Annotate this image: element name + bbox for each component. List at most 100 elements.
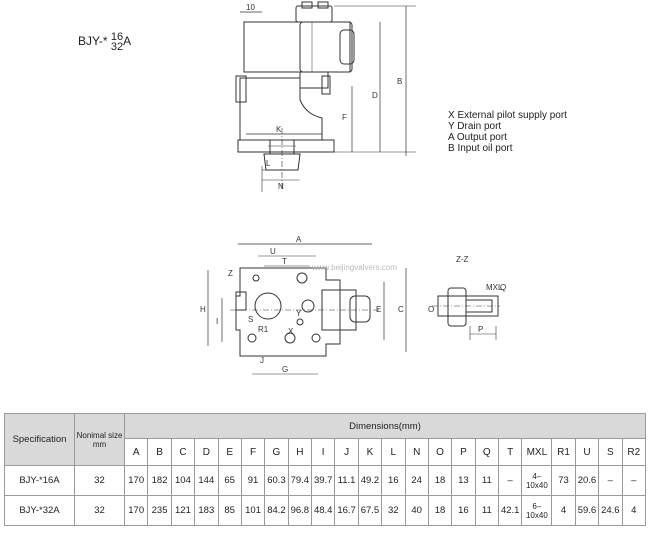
- dim-k-label: K: [276, 125, 282, 134]
- dim-g-label: G: [282, 365, 288, 374]
- column-header-row: A B C D E F G H I J K L N O P Q T MXL R1…: [5, 438, 646, 466]
- nominal-header: Nonimal size mm: [74, 413, 125, 466]
- elevation-view: 10 K L N F D B: [235, 1, 416, 192]
- col-header: A: [123, 438, 149, 466]
- dim-d-label: D: [372, 91, 378, 100]
- value-cell: 11.1: [334, 465, 359, 496]
- col-header: B: [147, 438, 172, 466]
- col-header: D: [194, 438, 219, 466]
- col-header: T: [497, 438, 523, 466]
- dim-s-label: S: [248, 315, 253, 324]
- table-row: BJY-*32A 32 170 235 121 183 85 101 84.2 …: [4, 495, 646, 526]
- model-size-stack: 16 32: [110, 31, 124, 53]
- value-cell: 121: [170, 495, 196, 526]
- value-cell: 85: [217, 495, 242, 526]
- value-cell: 16: [451, 495, 476, 526]
- dim-q-label: Q: [500, 283, 506, 292]
- value-cell: 11: [474, 465, 500, 496]
- value-cell: 91: [240, 465, 266, 496]
- value-cell: 67.5: [357, 495, 383, 526]
- value-cell: 182: [147, 465, 172, 496]
- dim-l-label: L: [266, 159, 271, 168]
- value-cell: 48.4: [310, 495, 336, 526]
- spec-header: Specification: [4, 413, 75, 466]
- value-cell: 144: [194, 465, 219, 496]
- dim-o-label: O: [428, 305, 434, 314]
- value-cell: –: [621, 465, 646, 496]
- dim-mxl-label: MXL: [486, 283, 503, 292]
- value-cell: 79.4: [287, 465, 313, 496]
- value-cell: 32: [381, 495, 406, 526]
- col-header: MXL: [521, 438, 553, 466]
- value-cell: 13: [451, 465, 476, 496]
- dim-u-label: U: [270, 247, 276, 256]
- dim-a-label: A: [296, 235, 302, 244]
- col-header: F: [240, 438, 266, 466]
- technical-drawing: 10 K L N F D B: [200, 1, 506, 375]
- dim-e-label: E: [376, 305, 381, 314]
- model-prefix: BJY-*: [78, 34, 108, 49]
- col-header: S: [598, 438, 623, 466]
- value-cell: 235: [147, 495, 172, 526]
- dim-t-label: T: [282, 257, 287, 266]
- port-legend: X External pilot supply port Y Drain por…: [448, 110, 567, 154]
- value-cell: 170: [123, 495, 149, 526]
- dim-10-label: 10: [246, 3, 255, 12]
- value-cell: 24: [404, 465, 429, 496]
- col-header: C: [170, 438, 196, 466]
- col-header: H: [287, 438, 313, 466]
- dim-j-label: J: [260, 356, 264, 365]
- value-cell: 42.1: [497, 495, 523, 526]
- watermark: www.beijingvalvers.com: [311, 263, 397, 272]
- value-cell: 4– 10x40: [521, 465, 553, 496]
- col-header: K: [357, 438, 383, 466]
- model-suffix: A: [123, 34, 132, 49]
- value-cell: 18: [427, 465, 453, 496]
- value-cell: –: [598, 465, 623, 496]
- col-header: O: [427, 438, 453, 466]
- plan-view: A U T Z S R1 X Y H I J G E: [200, 235, 407, 375]
- value-cell: 96.8: [287, 495, 313, 526]
- value-cell: 6– 10x40: [521, 495, 553, 526]
- col-header: N: [404, 438, 429, 466]
- spec-cell: BJY-*16A: [4, 465, 75, 496]
- value-cell: 101: [240, 495, 266, 526]
- col-header: I: [310, 438, 336, 466]
- port-x: X External pilot supply port: [448, 110, 567, 121]
- col-header: U: [574, 438, 600, 466]
- port-a: A Output port: [448, 132, 507, 143]
- value-cell: 11: [474, 495, 500, 526]
- value-cell: 104: [170, 465, 196, 496]
- dim-f-label: F: [342, 113, 347, 122]
- model-label: BJY-* 16 32 A: [78, 31, 132, 53]
- dim-i-label: I: [216, 317, 218, 326]
- col-header: G: [264, 438, 289, 466]
- value-cell: 4: [621, 495, 646, 526]
- value-cell: 16: [381, 465, 406, 496]
- value-cell: 49.2: [357, 465, 383, 496]
- size-cell: 32: [74, 495, 125, 526]
- value-cell: 18: [427, 495, 453, 526]
- value-cell: 24.6: [598, 495, 623, 526]
- col-header: L: [381, 438, 406, 466]
- dim-x-label: X: [288, 327, 294, 336]
- col-header: R1: [551, 438, 576, 466]
- dim-h-label: H: [200, 305, 206, 314]
- value-cell: 16.7: [334, 495, 359, 526]
- value-cell: 20.6: [574, 465, 600, 496]
- section-zz-view: Z-Z P O MXL Q: [428, 255, 506, 340]
- value-cell: 84.2: [264, 495, 289, 526]
- value-cell: 73: [551, 465, 576, 496]
- section-zz-label: Z-Z: [456, 255, 469, 264]
- dim-z-label: Z: [228, 269, 233, 278]
- col-header: P: [451, 438, 476, 466]
- value-cell: 170: [123, 465, 149, 496]
- value-cell: –: [497, 465, 523, 496]
- dim-y-label: Y: [296, 309, 302, 318]
- dimensions-header: Dimensions(mm): [124, 413, 646, 439]
- model-size-top: 16: [110, 31, 124, 43]
- dim-p-label: P: [478, 325, 483, 334]
- model-size-bottom: 32: [110, 41, 124, 53]
- value-cell: 39.7: [310, 465, 336, 496]
- spec-table: Specification Nonimal size mm Dimensions…: [4, 413, 646, 526]
